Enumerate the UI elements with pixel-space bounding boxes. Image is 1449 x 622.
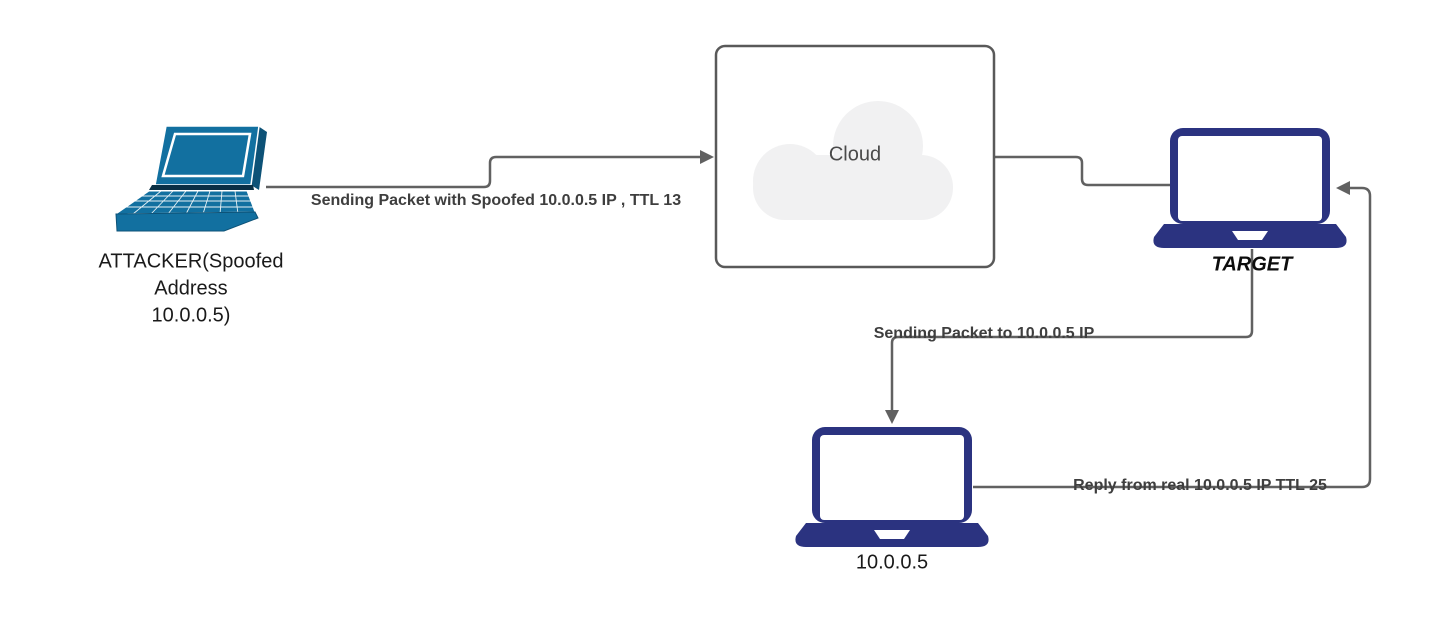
edge-label-attacker-to-cloud: Sending Packet with Spoofed 10.0.0.5 IP … (310, 192, 682, 209)
attacker-label-line2: Address (154, 277, 228, 300)
arrowhead-left-icon (1336, 181, 1350, 195)
edge-label-target-to-real-host: Sending Packet to 10.0.0.5 IP (873, 325, 1095, 342)
real-host-laptop-icon[interactable] (795, 427, 989, 547)
target-laptop-icon[interactable] (1153, 128, 1347, 248)
attacker-label: ATTACKER(Spoofed Address 10.0.0.5) (99, 249, 284, 330)
target-label: TARGET (1211, 253, 1293, 276)
arrowhead-down-icon (885, 410, 899, 424)
edge-target-to-real-host[interactable] (885, 249, 1254, 424)
attacker-label-line1: ATTACKER(Spoofed (98, 250, 284, 273)
real-host-label: 10.0.0.5 (855, 551, 929, 574)
edge-attacker-to-cloud[interactable] (266, 150, 714, 189)
edge-cloud-to-target[interactable] (995, 155, 1171, 187)
arrowhead-right-icon (700, 150, 714, 164)
edge-real-host-to-target[interactable] (973, 181, 1372, 489)
cloud-node[interactable] (714, 44, 996, 269)
edge-label-real-host-to-target: Reply from real 10.0.0.5 IP TTL 25 (1073, 477, 1327, 494)
attacker-label-line3: 10.0.0.5) (151, 304, 231, 327)
attacker-laptop-icon[interactable] (114, 125, 267, 232)
cloud-icon (753, 101, 953, 220)
cloud-label: Cloud (828, 143, 882, 166)
